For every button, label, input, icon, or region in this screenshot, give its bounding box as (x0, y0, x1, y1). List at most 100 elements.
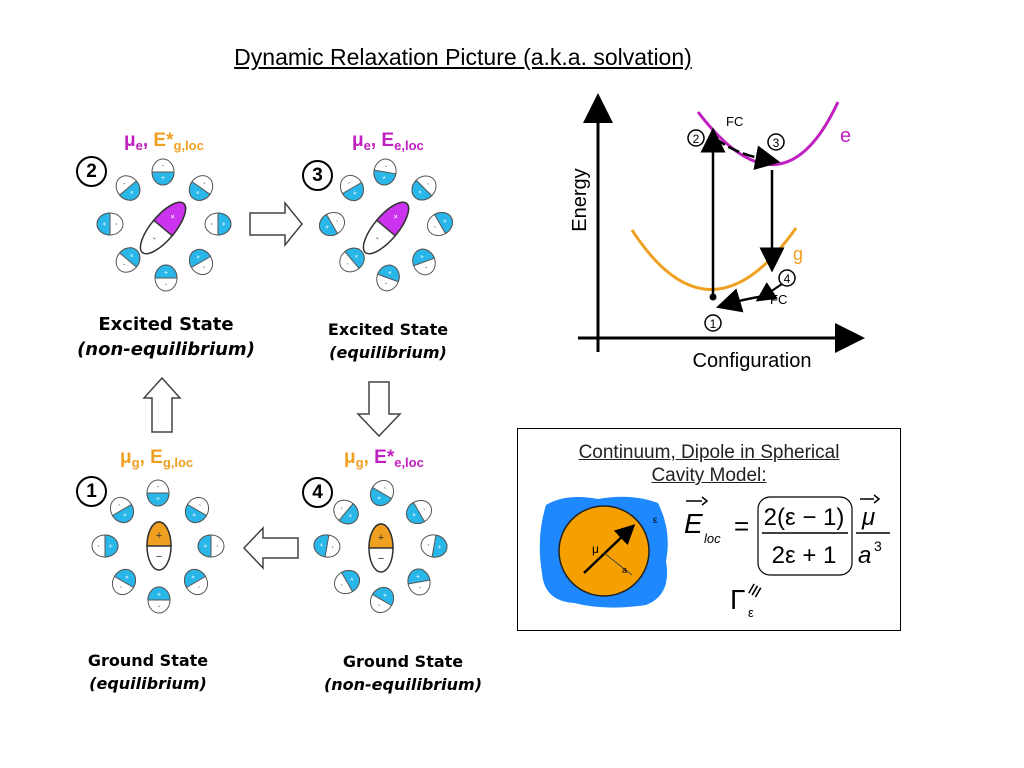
e-symbol: E (381, 130, 395, 151)
mu-label: μ (592, 542, 599, 556)
gamma-symbol: Γ (730, 584, 745, 615)
comma: , (370, 130, 382, 151)
mu-symbol: μ (352, 130, 364, 151)
mu-symbol: μ (120, 447, 132, 468)
caption-excited-noneq: Excited State (non-equilibrium) (56, 312, 276, 362)
comma: , (363, 447, 375, 468)
svg-text:+: + (167, 211, 177, 222)
e-symbol: E* (374, 447, 395, 468)
mu-subscript: g (131, 455, 140, 470)
curve-excited (696, 101, 840, 166)
model-title: Continuum, Dipole in Spherical Cavity Mo… (518, 441, 900, 487)
fraction-denominator: 2ε + 1 (772, 542, 837, 569)
e-symbol: E (150, 447, 163, 468)
point-1-marker: 1 (704, 314, 722, 332)
gamma-subscript: ε (748, 605, 754, 620)
radius-label: a (622, 565, 627, 575)
solute-ground-noneq: + − (368, 523, 394, 573)
curve-g-label: g (793, 244, 803, 264)
fraction-numerator: 2(ε − 1) (764, 504, 845, 531)
fc-relax-ground (716, 288, 773, 313)
e-subscript: e,loc (394, 138, 424, 153)
comma: , (139, 447, 151, 468)
e-subscript: e,loc (394, 455, 424, 470)
fc-relax-excited (714, 137, 781, 171)
y-axis-label: Energy (569, 168, 591, 231)
panel-4-header: μg, E*e,loc (344, 447, 424, 470)
local-field-formula: E loc = 2(ε − 1) 2ε + 1 μ a 3 ≡ Γ ε (684, 494, 890, 620)
e-subscript: g,loc (162, 455, 194, 470)
mu-subscript: g (355, 455, 364, 470)
cluster-panel-3: + - (314, 156, 458, 295)
fc-label-top: FC (726, 114, 743, 129)
arrow-2-to-3 (249, 200, 303, 248)
svg-text:2: 2 (693, 132, 700, 146)
vec-mu-symbol: μ (861, 504, 875, 531)
caption-ground-eq: Ground State (equilibrium) (58, 649, 238, 695)
caption-sub: (equilibrium) (89, 674, 207, 693)
cluster-panel-4: + − (311, 475, 450, 618)
svg-text:-: - (150, 233, 159, 243)
state-3-badge: 3 (302, 160, 333, 191)
svg-text:4: 4 (784, 272, 791, 286)
e-loc-symbol: E (684, 508, 703, 539)
equals-sign: = (734, 511, 749, 541)
caption-ground-noneq: Ground State (non-equilibrium) (303, 650, 503, 696)
state-2-badge: 2 (76, 156, 107, 187)
fc-label-bottom: FC (770, 292, 787, 307)
panel-2-header: μe, E*g,loc (124, 130, 204, 153)
caption-sub: (non-equilibrium) (77, 339, 255, 360)
caption-main: Ground State (87, 651, 209, 670)
point-4-marker: 4 (778, 269, 796, 287)
solute-excited: + - (139, 201, 187, 255)
mu-subscript: e (363, 138, 371, 153)
svg-text:1: 1 (710, 317, 717, 331)
mu-subscript: e (135, 138, 143, 153)
a-symbol: a (858, 542, 871, 569)
svg-text:+: + (390, 211, 400, 222)
plus-sign: + (378, 532, 384, 544)
panel-3-header: μe, Ee,loc (352, 130, 424, 153)
cluster-panel-2: + - (96, 158, 232, 292)
caption-main: Excited State (98, 314, 234, 335)
e-subscript: g,loc (173, 138, 204, 153)
solvation-clusters: - + + - + - (91, 156, 458, 618)
caption-main: Excited State (327, 320, 449, 339)
state-4-badge: 4 (302, 477, 333, 508)
minus-sign: − (156, 551, 162, 563)
solute-excited-eq: + - (362, 201, 410, 255)
comma: , (142, 130, 154, 151)
caption-main: Ground State (342, 652, 464, 671)
plus-sign: + (156, 530, 162, 542)
svg-text:-: - (373, 233, 382, 243)
model-title-line2: Cavity Model: (651, 465, 767, 486)
cube-exponent: 3 (874, 538, 882, 554)
minus-sign: − (378, 553, 384, 565)
panel-1-header: μg, Eg,loc (120, 447, 193, 470)
curve-e-label: e (840, 125, 851, 147)
cavity-illustration: μ a ε (539, 496, 668, 608)
radius-line (603, 552, 633, 576)
gamma-bracket (757, 496, 853, 576)
point-1-dot (709, 293, 717, 301)
arrow-4-to-1 (242, 526, 299, 570)
caption-sub: (equilibrium) (329, 343, 447, 362)
cavity-sphere (558, 505, 650, 597)
svg-text:3: 3 (773, 136, 780, 150)
mu-symbol: μ (344, 447, 356, 468)
state-1-badge: 1 (76, 476, 107, 507)
arrow-3-to-4 (356, 381, 402, 438)
e-loc-subscript: loc (704, 531, 721, 546)
epsilon-label: ε (653, 515, 658, 526)
energy-diagram: Energy Configuration e g FC FC 2 3 4 1 (569, 93, 865, 372)
solute-ground: + − (146, 521, 172, 571)
model-title-line1: Continuum, Dipole in Spherical (578, 442, 840, 463)
dipole-arrow (583, 524, 636, 574)
x-axis-label: Configuration (693, 350, 812, 372)
point-2-marker: 2 (687, 129, 705, 147)
point-3-marker: 3 (767, 133, 785, 151)
cluster-panel-1: + − (91, 479, 225, 614)
mu-symbol: μ (124, 130, 136, 151)
page-title: Dynamic Relaxation Picture (a.k.a. solva… (234, 44, 692, 70)
caption-sub: (non-equilibrium) (323, 675, 483, 694)
